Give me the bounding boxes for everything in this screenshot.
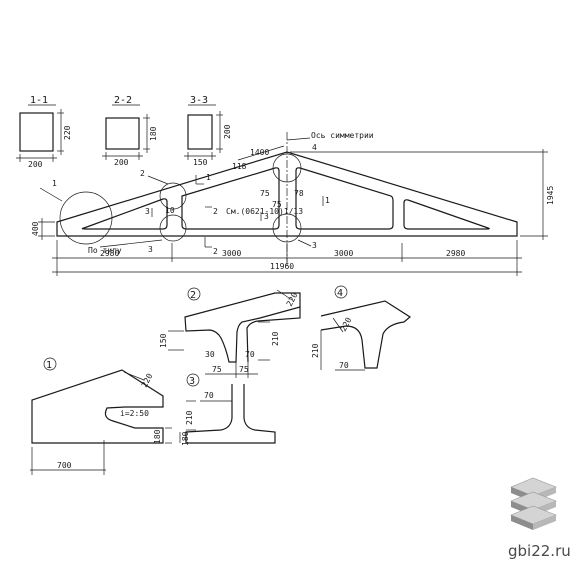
detail-1-slope: i=2:50 (120, 409, 149, 418)
dim-10a: 10 (165, 206, 175, 215)
section-1-1: 1-1 200 220 (16, 95, 72, 169)
opening-left-end (81, 198, 168, 230)
detail-4-dim-210: 210 (311, 343, 320, 358)
watermark-logo (510, 477, 557, 530)
see-reference: См.(0621-10)1/13 (226, 207, 303, 216)
section-1-1-shape (19, 112, 54, 152)
opening-right-center (295, 167, 394, 230)
section-2-2: 2-2 200 180 (102, 95, 158, 167)
callout-3b: 3 (312, 241, 317, 250)
dim-total-length: 11960 (270, 262, 294, 271)
detail-1-dim-top: 220 (140, 372, 155, 389)
callout-2: 2 (140, 169, 145, 178)
section-3-3-width: 150 (193, 158, 208, 167)
detail-2-dim-75a: 75 (212, 365, 222, 374)
detail-4-dim-220: 220 (339, 316, 354, 333)
section-2-2-height: 180 (149, 126, 158, 141)
detail-3-dim-180: 180 (181, 431, 190, 446)
detail-2-left-shape (184, 292, 301, 363)
detail-circle-2a (159, 182, 187, 210)
marker-2-bottom: 2 (213, 247, 218, 256)
section-1-1-height: 220 (63, 125, 72, 140)
detail-1-shape (31, 369, 164, 444)
detail-1-dim-bottom: 700 (57, 461, 72, 470)
dim-118: 118 (232, 162, 247, 171)
dim-bottom-3: 3000 (334, 249, 353, 258)
detail-2-dim-70: 70 (245, 350, 255, 359)
section-3-3-title: 3-3 (190, 95, 208, 106)
dim-bottom-1: 2980 (100, 249, 119, 258)
detail-2: 2 220 150 30 210 70 75 75 (159, 287, 301, 378)
detail-circle-3b (272, 213, 302, 243)
dim-height-end: 400 (31, 221, 40, 236)
dim-75b: 75 (272, 200, 282, 209)
truss-elevation: Ось симметрии 4 1 2 По типу 3 3 1 3 2 2 … (31, 131, 555, 276)
detail-4: 4 220 210 70 (311, 285, 412, 371)
truss-outline (56, 151, 518, 237)
dim-1400: 1400 (250, 148, 269, 157)
marker-1-right: 1 (325, 196, 330, 205)
detail-circle-3a (159, 214, 187, 242)
dim-bottom-2: 3000 (222, 249, 241, 258)
symmetry-axis-label: Ось симметрии (311, 131, 374, 140)
callout-1: 1 (52, 179, 57, 188)
detail-2-dim-left: 150 (159, 333, 168, 348)
detail-1: 1 220 i=2:50 180 700 (30, 357, 172, 475)
callout-3: 3 (148, 245, 153, 254)
marker-3-center: 3 (264, 212, 269, 221)
section-1-1-title: 1-1 (30, 95, 48, 106)
detail-circle-4 (272, 153, 302, 183)
dim-75a: 75 (260, 189, 270, 198)
detail-3-dim-70: 70 (204, 391, 214, 400)
section-2-2-title: 2-2 (114, 95, 132, 106)
opening-left-center (181, 167, 280, 230)
section-3-3-height: 200 (223, 124, 232, 139)
detail-1-dim-right: 180 (153, 429, 162, 444)
section-2-2-shape (105, 117, 140, 150)
section-3-3-shape (187, 114, 213, 150)
by-type-label: По типу (88, 246, 122, 255)
dim-78: 78 (294, 189, 304, 198)
detail-4-shape (320, 300, 412, 369)
detail-3-number: 3 (189, 376, 195, 387)
dim-bottom-4: 2980 (446, 249, 465, 258)
detail-2-dim-30: 30 (205, 350, 215, 359)
section-2-2-width: 200 (114, 158, 129, 167)
watermark-text: gbi22.ru (508, 542, 571, 560)
callout-4-label: 4 (312, 143, 317, 152)
detail-circle-1 (59, 191, 113, 245)
detail-4-number: 4 (337, 288, 343, 299)
marker-3-left: 3 (145, 207, 150, 216)
detail-3-dim-210: 210 (185, 410, 194, 425)
detail-1-number: 1 (46, 360, 52, 371)
marker-1-top: 1 (206, 173, 211, 182)
detail-4-dim-70: 70 (339, 361, 349, 370)
section-3-3: 3-3 150 200 (184, 95, 232, 167)
marker-2-mid: 2 (213, 207, 218, 216)
section-1-1-width: 200 (28, 160, 43, 169)
detail-3: 3 70 210 180 (179, 373, 276, 446)
detail-2-number: 2 (190, 290, 196, 301)
dim-height-total: 1945 (546, 186, 555, 205)
detail-3-shape (185, 384, 276, 444)
detail-2-dim-75b: 75 (239, 365, 249, 374)
detail-2-right-shape (246, 307, 301, 363)
opening-right-end (403, 199, 490, 230)
detail-2-dim-210: 210 (271, 331, 280, 346)
